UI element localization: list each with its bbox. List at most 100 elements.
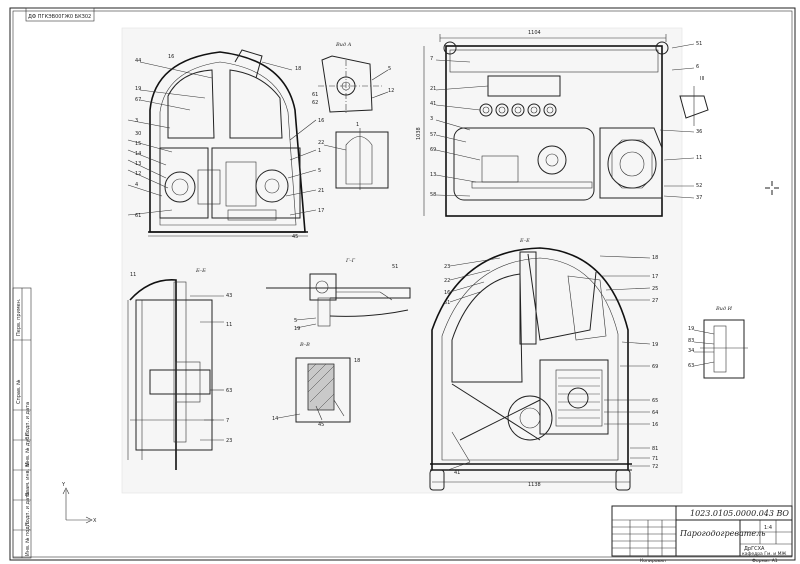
axis-triad: Y X — [61, 482, 97, 524]
svg-text:37: 37 — [696, 195, 702, 201]
view-side: Е–Е 1138 — [429, 238, 658, 491]
svg-text:3: 3 — [135, 118, 138, 124]
svg-text:21: 21 — [430, 86, 436, 92]
svg-text:61: 61 — [135, 213, 141, 219]
drawing-area — [121, 27, 683, 494]
svg-text:Вид А: Вид А — [335, 42, 352, 48]
section-gg: Г–Г 5 19 51 — [266, 258, 411, 332]
svg-text:22: 22 — [318, 140, 324, 146]
svg-text:51: 51 — [696, 41, 702, 47]
strip-label-1: Перв. примен. — [16, 298, 22, 336]
svg-text:11: 11 — [696, 155, 702, 161]
svg-text:71: 71 — [652, 456, 658, 462]
svg-text:63: 63 — [226, 388, 232, 394]
svg-text:7: 7 — [226, 418, 229, 424]
sheet-inner-border — [12, 10, 793, 558]
svg-text:11: 11 — [130, 272, 136, 278]
svg-text:22: 22 — [444, 278, 450, 284]
svg-text:27: 27 — [652, 298, 658, 304]
svg-text:16: 16 — [444, 290, 450, 296]
svg-text:5: 5 — [388, 66, 391, 72]
svg-text:57: 57 — [430, 132, 436, 138]
svg-text:12: 12 — [388, 88, 394, 94]
svg-text:19: 19 — [688, 326, 694, 332]
left-info-strip: Перв. примен. Справ. № Подп. и дата Инв.… — [12, 287, 32, 559]
svg-text:69: 69 — [430, 147, 436, 153]
svg-text:1: 1 — [318, 148, 321, 154]
svg-text:51: 51 — [392, 264, 398, 270]
svg-text:16: 16 — [318, 118, 324, 124]
svg-text:52: 52 — [696, 183, 702, 189]
copied-label: Копировал — [640, 558, 666, 564]
svg-text:14: 14 — [135, 151, 141, 157]
strip-label-3: Подп. и дата — [25, 402, 31, 436]
top-left-stamp: ДФ ПГКЭВ00ГЖ0 БКЗ02 — [25, 7, 95, 22]
strip-label-6: Подп. и дата — [25, 492, 31, 526]
svg-text:15: 15 — [135, 141, 141, 147]
view-front-section: 44 16 19 67 3 30 15 14 13 12 4 61 18 16 … — [127, 49, 324, 240]
strip-label-7: Инв. № подл. — [25, 521, 31, 556]
svg-text:17: 17 — [318, 208, 324, 214]
svg-text:14: 14 — [272, 416, 278, 422]
svg-text:61: 61 — [444, 300, 450, 306]
crosshair-cursor-icon — [765, 180, 779, 195]
svg-text:23: 23 — [226, 438, 232, 444]
detail-view-ii: Вид И 19 83 34 63 — [688, 306, 748, 379]
format-label: Формат А1 — [752, 558, 778, 564]
svg-text:В–В: В–В — [299, 342, 310, 348]
svg-text:67: 67 — [135, 97, 141, 103]
view-plan: 1104 1038 — [416, 30, 702, 217]
svg-text:72: 72 — [652, 464, 658, 470]
stamp-text: ДФ ПГКЭВ00ГЖ0 БКЗ02 — [28, 14, 91, 20]
svg-text:4: 4 — [135, 182, 138, 188]
svg-text:Е–Е: Е–Е — [519, 238, 530, 244]
title-block: 1023.0105.0000.043 ВО Парогодогреватель … — [611, 505, 793, 557]
svg-text:34: 34 — [688, 348, 694, 354]
svg-text:1104: 1104 — [528, 30, 541, 36]
svg-text:12: 12 — [135, 171, 141, 177]
svg-text:45: 45 — [292, 234, 298, 240]
detail-view-a: Вид А 5 12 61 62 — [312, 42, 394, 114]
svg-text:61: 61 — [312, 92, 318, 98]
svg-text:41: 41 — [454, 470, 460, 476]
section-vv: В–В 14 45 18 — [272, 342, 360, 428]
institute-line-1: ДрГСХА — [744, 546, 765, 552]
svg-text:45: 45 — [318, 422, 324, 428]
section-bb: Б–Б 43 11 63 7 23 11 — [127, 268, 232, 470]
zoom-detail-l: III — [679, 76, 709, 126]
svg-text:81: 81 — [652, 446, 658, 452]
strip-label-2: Справ. № — [16, 379, 22, 404]
detail-section-small: 22 1 — [318, 122, 389, 190]
svg-text:18: 18 — [652, 255, 658, 261]
svg-text:18: 18 — [295, 66, 301, 72]
svg-text:3: 3 — [430, 116, 433, 122]
drawing-name: Парогодогреватель — [679, 529, 766, 538]
svg-text:17: 17 — [652, 274, 658, 280]
svg-text:16: 16 — [168, 54, 174, 60]
svg-text:19: 19 — [652, 342, 658, 348]
svg-text:43: 43 — [226, 293, 232, 299]
svg-text:58: 58 — [430, 192, 436, 198]
svg-text:Y: Y — [61, 482, 66, 488]
svg-text:18: 18 — [354, 358, 360, 364]
sheet-outer-border — [9, 7, 796, 561]
svg-text:13: 13 — [430, 172, 436, 178]
svg-text:16: 16 — [652, 422, 658, 428]
svg-text:1138: 1138 — [528, 482, 541, 488]
svg-text:1: 1 — [356, 122, 359, 128]
svg-text:23: 23 — [444, 264, 450, 270]
svg-text:25: 25 — [652, 286, 658, 292]
institute-line-2: кафедра Гм. и МЖ — [742, 551, 786, 557]
scale-value: 1:4 — [764, 525, 772, 531]
strip-label-5: Взам. инв. № — [25, 461, 31, 496]
svg-text:44: 44 — [135, 58, 141, 64]
drawing-designation: 1023.0105.0000.043 ВО — [690, 509, 789, 518]
svg-text:69: 69 — [652, 364, 658, 370]
svg-text:65: 65 — [652, 398, 658, 404]
svg-text:13: 13 — [135, 161, 141, 167]
svg-text:64: 64 — [652, 410, 658, 416]
svg-text:19: 19 — [135, 86, 141, 92]
strip-label-4: Инв. № дубл. — [25, 431, 31, 466]
svg-text:36: 36 — [696, 129, 702, 135]
